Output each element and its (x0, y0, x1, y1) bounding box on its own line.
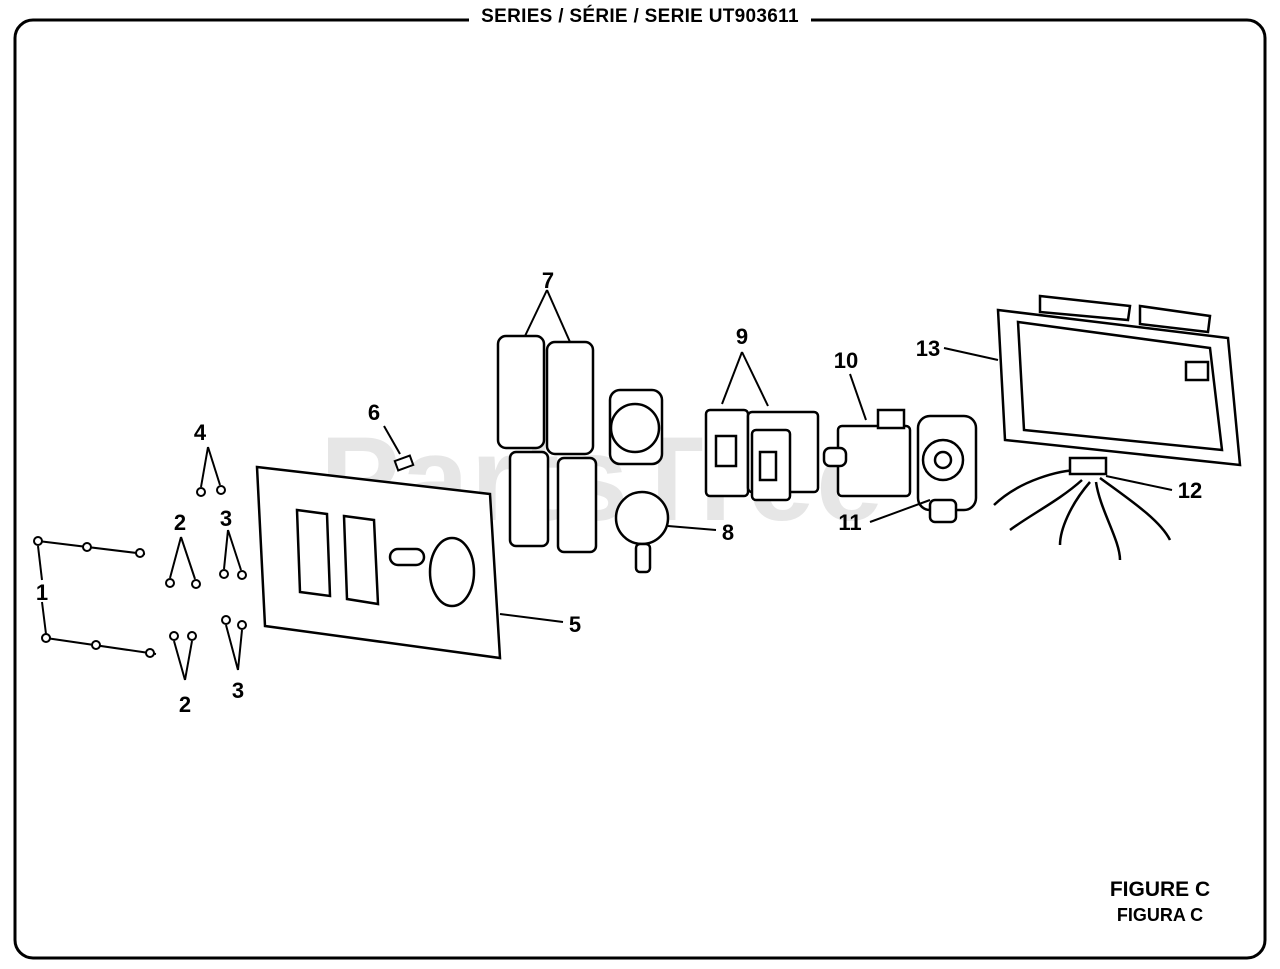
callout-11: 11 (838, 510, 861, 535)
callout-12: 12 (1178, 478, 1202, 503)
callout-8: 8 (722, 520, 734, 545)
callout-10: 10 (834, 348, 858, 373)
callout-4: 4 (194, 420, 207, 445)
callout-6: 6 (368, 400, 380, 425)
callout-13: 13 (916, 336, 940, 361)
series-title-text: SERIES / SÉRIE / SERIE UT903611 (469, 6, 811, 27)
figure-label-en: FIGURE C (1109, 878, 1211, 901)
part-8-round-cover (608, 388, 717, 574)
series-title: SERIES / SÉRIE / SERIE UT903611 (0, 6, 1280, 28)
callout-2b: 2 (179, 692, 191, 717)
part-6-fastener (383, 425, 415, 472)
part-1-screws (33, 536, 157, 658)
callout-5: 5 (569, 612, 581, 637)
callout-2a: 2 (174, 510, 186, 535)
part-9-receptacles (704, 351, 820, 502)
callout-3a: 3 (220, 506, 232, 531)
callout-9: 9 (736, 324, 748, 349)
part-5-panel-plate (255, 465, 564, 660)
callout-7: 7 (542, 268, 554, 293)
part-7-covers (496, 289, 598, 554)
callout-1: 1 (36, 580, 48, 605)
part-11-twistlock (869, 414, 978, 524)
part-10-breaker (822, 373, 912, 498)
figure-label-es: FIGURA C (1116, 905, 1204, 925)
part-13-box (943, 294, 1242, 467)
callout-3b: 3 (232, 678, 244, 703)
part-12-wire-harness (993, 456, 1173, 561)
part-2-3-4-fasteners (165, 446, 247, 681)
